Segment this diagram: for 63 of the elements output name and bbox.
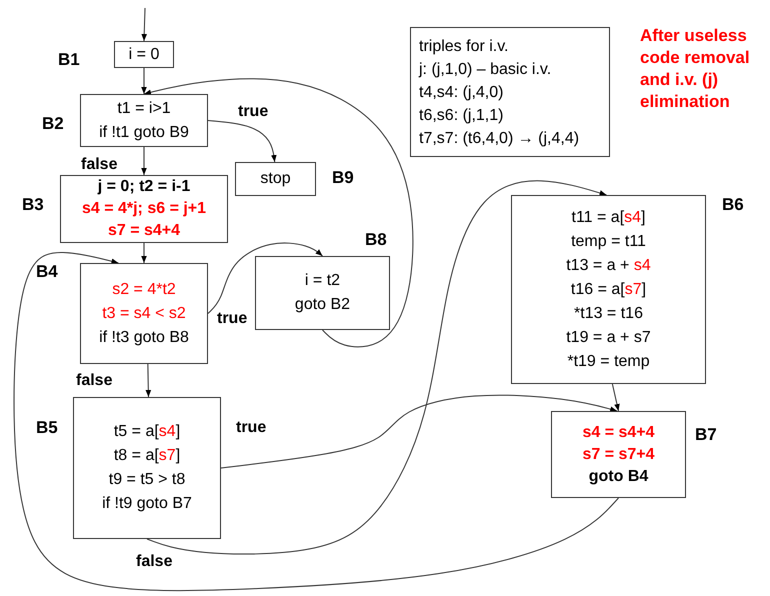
arrow <box>141 242 147 264</box>
code-line: t6,s6: (j,1,1) <box>419 106 504 126</box>
code-line: s4 = s4+4 <box>582 422 655 442</box>
code-block <box>551 411 686 498</box>
code-line: if !t1 goto B9 <box>99 122 189 142</box>
code-block <box>114 41 174 68</box>
block-label: B2 <box>42 114 64 134</box>
arrow <box>208 120 277 162</box>
block-label: B1 <box>58 50 80 70</box>
block-label: B6 <box>722 195 744 215</box>
code-line: *t13 = t16 <box>574 304 643 324</box>
code-line: t11 = a[s4] <box>572 208 646 228</box>
code-line: t13 = a + s4 <box>566 256 651 276</box>
code-line: t1 = i>1 <box>117 98 171 118</box>
arrow <box>14 252 619 592</box>
code-line: triples for i.v. <box>419 36 508 56</box>
code-block <box>73 397 221 539</box>
code-line: t7,s7: (t6,4,0) → (j,4,4) <box>419 128 580 148</box>
code-line: t4,s4: (j,4,0) <box>419 82 504 102</box>
code-line: t16 = a[s7] <box>570 280 646 300</box>
code-block <box>80 94 208 147</box>
code-line: s7 = s4+4 <box>108 221 180 241</box>
code-line: i = t2 <box>304 271 340 291</box>
arrow <box>146 364 152 398</box>
arrow <box>220 394 618 468</box>
code-line: s7 = s7+4 <box>582 444 655 464</box>
code-line: temp = t11 <box>571 232 646 252</box>
heading-note: After useless code removal and i.v. (j) elimination <box>640 25 751 113</box>
code-block <box>255 256 390 330</box>
arrow <box>144 78 414 348</box>
block-label: B8 <box>365 230 387 250</box>
code-line: s4 = 4*j; s6 = j+1 <box>82 199 206 219</box>
code-block <box>60 175 228 243</box>
arrow <box>141 146 147 176</box>
code-line: i = 0 <box>128 44 160 64</box>
block-label: B9 <box>332 168 354 188</box>
arrow <box>141 68 147 94</box>
note-box <box>410 27 610 157</box>
code-line: t8 = a[s7] <box>114 446 180 466</box>
code-block <box>235 162 316 196</box>
block-label: B5 <box>36 418 58 438</box>
code-line: j: (j,1,0) – basic i.v. <box>419 60 552 80</box>
arrow <box>141 8 147 42</box>
arrow <box>208 242 323 314</box>
block-label: B7 <box>695 425 717 445</box>
code-line: s2 = 4*t2 <box>112 280 176 300</box>
code-line: goto B2 <box>294 295 350 315</box>
block-label: B3 <box>22 195 44 215</box>
code-block <box>511 195 706 384</box>
code-line: goto B4 <box>588 466 648 486</box>
arrow <box>612 384 620 412</box>
arrow <box>146 180 608 555</box>
code-line: t3 = s4 < s2 <box>102 304 186 324</box>
code-line: t19 = a + s7 <box>566 328 651 348</box>
block-label: B4 <box>36 262 58 282</box>
code-line: if !t9 goto B7 <box>102 494 192 514</box>
code-line: t5 = a[s4] <box>114 422 180 442</box>
code-line: stop <box>260 169 291 189</box>
code-line: if !t3 goto B8 <box>99 328 189 348</box>
code-line: t9 = t5 > t8 <box>108 470 186 490</box>
code-line: j = 0; t2 = i-1 <box>98 177 190 197</box>
code-line: *t19 = temp <box>567 352 650 372</box>
code-block <box>80 263 208 364</box>
